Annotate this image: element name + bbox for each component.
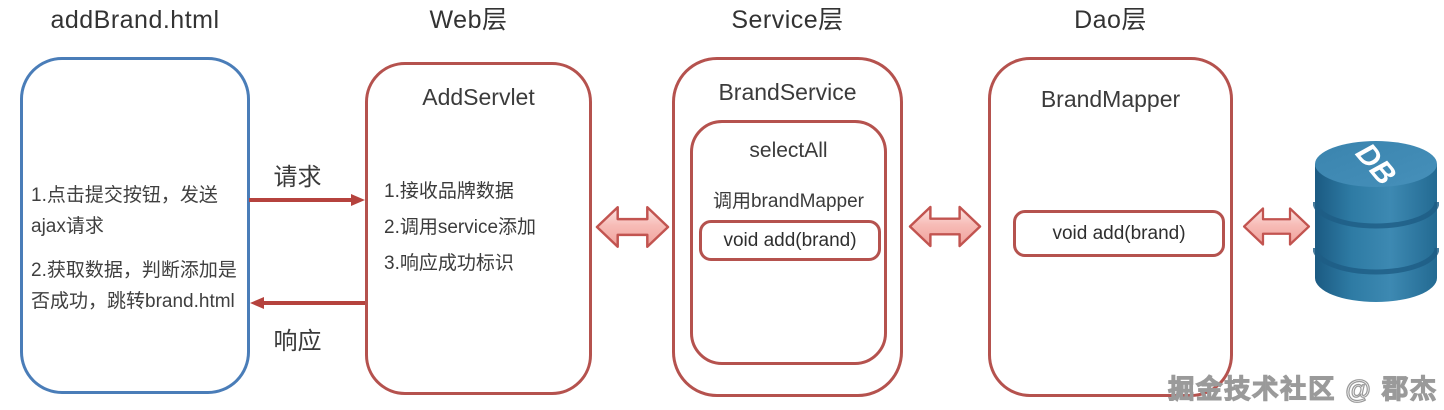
selectall-box: selectAll 调用brandMapper void add(brand) <box>690 120 887 365</box>
request-label: 请求 <box>273 164 322 191</box>
watermark: 掘金技术社区 @ 郡杰 <box>1168 373 1438 404</box>
header-dao-layer: Dao层 <box>1074 6 1147 34</box>
description-line: ajax请求 <box>31 216 104 237</box>
step-item: 3.响应成功标识 <box>384 253 514 274</box>
addbrand-description: 1.点击提交按钮，发送 ajax请求 2.获取数据，判断添加是 否成功，跳转br… <box>31 180 245 317</box>
brandservice-title: BrandService <box>718 79 857 105</box>
response-label: 响应 <box>273 328 322 355</box>
header-service-layer: Service层 <box>731 6 844 34</box>
brandmapper-box: BrandMapper void add(brand) <box>988 57 1233 397</box>
description-line: 否成功，跳转brand.html <box>31 291 235 312</box>
double-arrow-icon <box>1242 207 1311 246</box>
double-arrow-icon <box>908 205 982 248</box>
response-arrow-left-icon <box>250 297 368 309</box>
addservlet-steps: 1.接收品牌数据 2.调用service添加 3.响应成功标识 <box>384 174 536 282</box>
service-add-method: void add(brand) <box>699 220 881 261</box>
header-web-layer: Web层 <box>429 6 508 34</box>
double-arrow-icon <box>595 206 670 248</box>
brandmapper-title: BrandMapper <box>1040 86 1181 112</box>
addservlet-box: AddServlet 1.接收品牌数据 2.调用service添加 3.响应成功… <box>365 62 592 395</box>
call-brandmapper-label: 调用brandMapper <box>712 191 865 212</box>
db-cylinder-icon: DB <box>1313 140 1439 302</box>
step-item: 2.调用service添加 <box>384 217 537 238</box>
step-item: 1.接收品牌数据 <box>384 181 514 202</box>
addservlet-title: AddServlet <box>422 84 535 110</box>
description-line: 1.点击提交按钮，发送 <box>31 185 218 206</box>
selectall-title: selectAll <box>749 139 828 162</box>
request-arrow-right-icon <box>249 194 365 206</box>
header-addbrand-html: addBrand.html <box>50 6 220 34</box>
addbrand-html-box: 1.点击提交按钮，发送 ajax请求 2.获取数据，判断添加是 否成功，跳转br… <box>20 57 250 394</box>
brandservice-box: BrandService selectAll 调用brandMapper voi… <box>672 57 903 397</box>
description-line: 2.获取数据，判断添加是 <box>31 260 237 281</box>
dao-add-method: void add(brand) <box>1013 210 1225 257</box>
